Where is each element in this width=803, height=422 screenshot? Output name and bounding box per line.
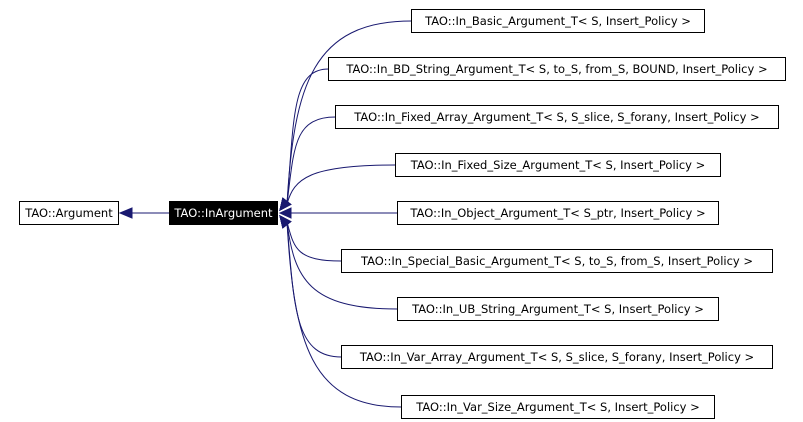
edge-derived-7 xyxy=(286,221,398,310)
node-derived-1[interactable]: TAO::In_Basic_Argument_T< S, Insert_Poli… xyxy=(411,9,705,33)
node-label-derived-3: TAO::In_Fixed_Array_Argument_T< S, S_sli… xyxy=(353,110,759,124)
arrowhead-derived-4 xyxy=(279,197,292,211)
node-label-derived-9: TAO::In_Var_Size_Argument_T< S, Insert_P… xyxy=(415,400,700,414)
edge-derived-8 xyxy=(286,221,342,358)
node-tao-inargument[interactable]: TAO::InArgument xyxy=(169,201,278,225)
node-label-derived-2: TAO::In_BD_String_Argument_T< S, to_S, f… xyxy=(345,62,767,76)
node-box-derived-3 xyxy=(335,105,779,129)
node-derived-2[interactable]: TAO::In_BD_String_Argument_T< S, to_S, f… xyxy=(328,57,786,81)
inheritance-edges xyxy=(118,20,412,408)
node-label-tao-argument: TAO::Argument xyxy=(24,206,113,220)
node-box-tao-argument xyxy=(19,201,119,225)
node-derived-6[interactable]: TAO::In_Special_Basic_Argument_T< S, to_… xyxy=(341,249,773,273)
arrowhead-derived-5 xyxy=(278,207,292,219)
edge-derived-2 xyxy=(286,68,329,205)
arrowhead-derived-9 xyxy=(279,215,292,229)
node-box-derived-4 xyxy=(395,153,721,177)
node-box-derived-1 xyxy=(411,9,705,33)
node-label-derived-7: TAO::In_UB_String_Argument_T< S, Insert_… xyxy=(411,302,704,316)
node-box-derived-8 xyxy=(341,345,773,369)
node-label-derived-8: TAO::In_Var_Array_Argument_T< S, S_slice… xyxy=(359,350,754,364)
edge-derived-6 xyxy=(286,221,342,262)
edge-derived-4 xyxy=(286,164,396,205)
node-label-derived-6: TAO::In_Special_Basic_Argument_T< S, to_… xyxy=(360,254,753,268)
edge-derived-3 xyxy=(286,116,336,205)
node-box-derived-5 xyxy=(397,201,719,225)
node-label-derived-5: TAO::In_Object_Argument_T< S_ptr, Insert… xyxy=(409,206,705,220)
node-box-derived-2 xyxy=(328,57,786,81)
node-box-derived-9 xyxy=(401,395,715,419)
node-label-derived-1: TAO::In_Basic_Argument_T< S, Insert_Poli… xyxy=(424,14,691,28)
derived-nodes: TAO::In_Basic_Argument_T< S, Insert_Poli… xyxy=(328,9,786,419)
node-derived-4[interactable]: TAO::In_Fixed_Size_Argument_T< S, Insert… xyxy=(395,153,721,177)
edge-derived-9 xyxy=(286,221,402,408)
node-tao-argument[interactable]: TAO::Argument xyxy=(19,201,119,225)
node-derived-5[interactable]: TAO::In_Object_Argument_T< S_ptr, Insert… xyxy=(397,201,719,225)
arrowhead-inargument-to-argument xyxy=(118,207,133,219)
node-derived-9[interactable]: TAO::In_Var_Size_Argument_T< S, Insert_P… xyxy=(401,395,715,419)
node-label-derived-4: TAO::In_Fixed_Size_Argument_T< S, Insert… xyxy=(410,158,706,172)
node-box-tao-inargument xyxy=(169,201,278,225)
node-derived-8[interactable]: TAO::In_Var_Array_Argument_T< S, S_slice… xyxy=(341,345,773,369)
node-box-derived-7 xyxy=(397,297,719,321)
node-box-derived-6 xyxy=(341,249,773,273)
node-derived-3[interactable]: TAO::In_Fixed_Array_Argument_T< S, S_sli… xyxy=(335,105,779,129)
node-label-tao-inargument: TAO::InArgument xyxy=(173,206,273,220)
node-derived-7[interactable]: TAO::In_UB_String_Argument_T< S, Insert_… xyxy=(397,297,719,321)
